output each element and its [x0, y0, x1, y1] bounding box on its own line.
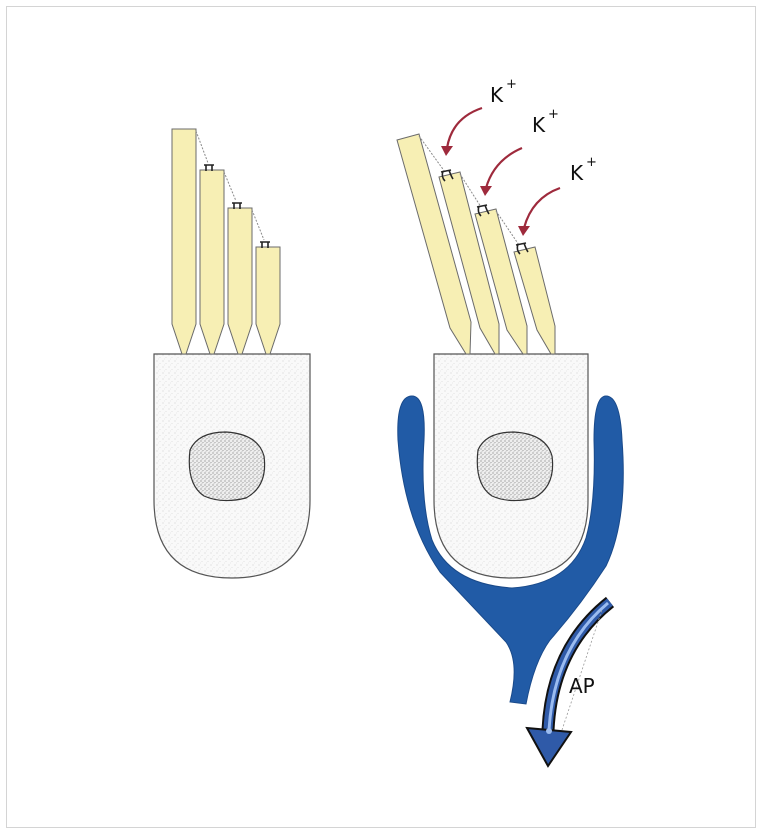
resting-hair-cell	[154, 129, 310, 578]
stereocilium-left-4	[256, 247, 280, 354]
stereocilium-left-1	[172, 129, 196, 354]
svg-text:K: K	[532, 113, 546, 137]
stimulated-hair-cell: K + K + K + AP	[397, 77, 623, 766]
potassium-label-1: K +	[490, 77, 517, 107]
stereocilium-left-2	[200, 170, 224, 354]
tip-link-left-1	[196, 131, 208, 163]
potassium-label-3: K +	[570, 155, 597, 185]
svg-text:K: K	[490, 83, 504, 107]
tip-link-left-2	[224, 172, 236, 201]
nucleus-left	[189, 432, 264, 501]
nucleus-right	[477, 432, 552, 501]
potassium-label-2: K +	[532, 107, 559, 137]
svg-text:+: +	[586, 155, 597, 170]
svg-text:+: +	[506, 77, 517, 92]
action-potential-label: AP	[569, 674, 595, 698]
svg-text:+: +	[548, 107, 559, 122]
stereocilium-left-3	[228, 208, 252, 354]
tip-link-left-3	[252, 210, 264, 240]
svg-text:K: K	[570, 161, 584, 185]
